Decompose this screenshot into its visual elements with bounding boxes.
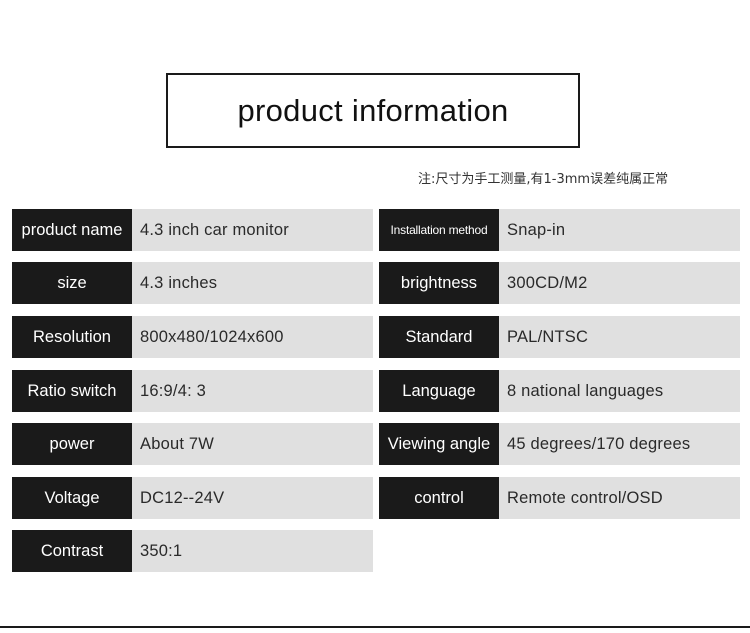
spec-value: 45 degrees/170 degrees xyxy=(499,423,740,465)
spec-label: Resolution xyxy=(12,316,132,358)
spec-label: Ratio switch xyxy=(12,370,132,412)
spec-row-ratio-switch: Ratio switch 16:9/4: 3 xyxy=(12,370,373,412)
spec-value: 8 national languages xyxy=(499,370,740,412)
spec-row-language: Language 8 national languages xyxy=(379,370,740,412)
spec-label: power xyxy=(12,423,132,465)
spec-value: 16:9/4: 3 xyxy=(132,370,373,412)
spec-label: product name xyxy=(12,209,132,251)
spec-value: Snap-in xyxy=(499,209,740,251)
spec-value: PAL/NTSC xyxy=(499,316,740,358)
spec-row-viewing-angle: Viewing angle 45 degrees/170 degrees xyxy=(379,423,740,465)
spec-label: Language xyxy=(379,370,499,412)
spec-label: Voltage xyxy=(12,477,132,519)
spec-row-product-name: product name 4.3 inch car monitor xyxy=(12,209,373,251)
spec-value: 4.3 inch car monitor xyxy=(132,209,373,251)
page-title: product information xyxy=(166,73,580,148)
spec-row-resolution: Resolution 800x480/1024x600 xyxy=(12,316,373,358)
bottom-divider xyxy=(0,626,750,628)
spec-value: 300CD/M2 xyxy=(499,262,740,304)
spec-value: Remote control/OSD xyxy=(499,477,740,519)
spec-row-size: size 4.3 inches xyxy=(12,262,373,304)
spec-row-power: power About 7W xyxy=(12,423,373,465)
spec-label: brightness xyxy=(379,262,499,304)
spec-row-voltage: Voltage DC12--24V xyxy=(12,477,373,519)
spec-value: 4.3 inches xyxy=(132,262,373,304)
spec-value: 800x480/1024x600 xyxy=(132,316,373,358)
spec-label: size xyxy=(12,262,132,304)
spec-row-contrast: Contrast 350:1 xyxy=(12,530,373,572)
spec-label: control xyxy=(379,477,499,519)
spec-label: Viewing angle xyxy=(379,423,499,465)
spec-label: Standard xyxy=(379,316,499,358)
spec-row-standard: Standard PAL/NTSC xyxy=(379,316,740,358)
spec-row-brightness: brightness 300CD/M2 xyxy=(379,262,740,304)
spec-value: 350:1 xyxy=(132,530,373,572)
spec-value: About 7W xyxy=(132,423,373,465)
measurement-note: 注:尺寸为手工测量,有1-3mm误差纯属正常 xyxy=(418,172,669,187)
spec-row-installation-method: Installation method Snap-in xyxy=(379,209,740,251)
spec-label: Installation method xyxy=(379,209,499,251)
spec-row-control: control Remote control/OSD xyxy=(379,477,740,519)
spec-label: Contrast xyxy=(12,530,132,572)
spec-value: DC12--24V xyxy=(132,477,373,519)
